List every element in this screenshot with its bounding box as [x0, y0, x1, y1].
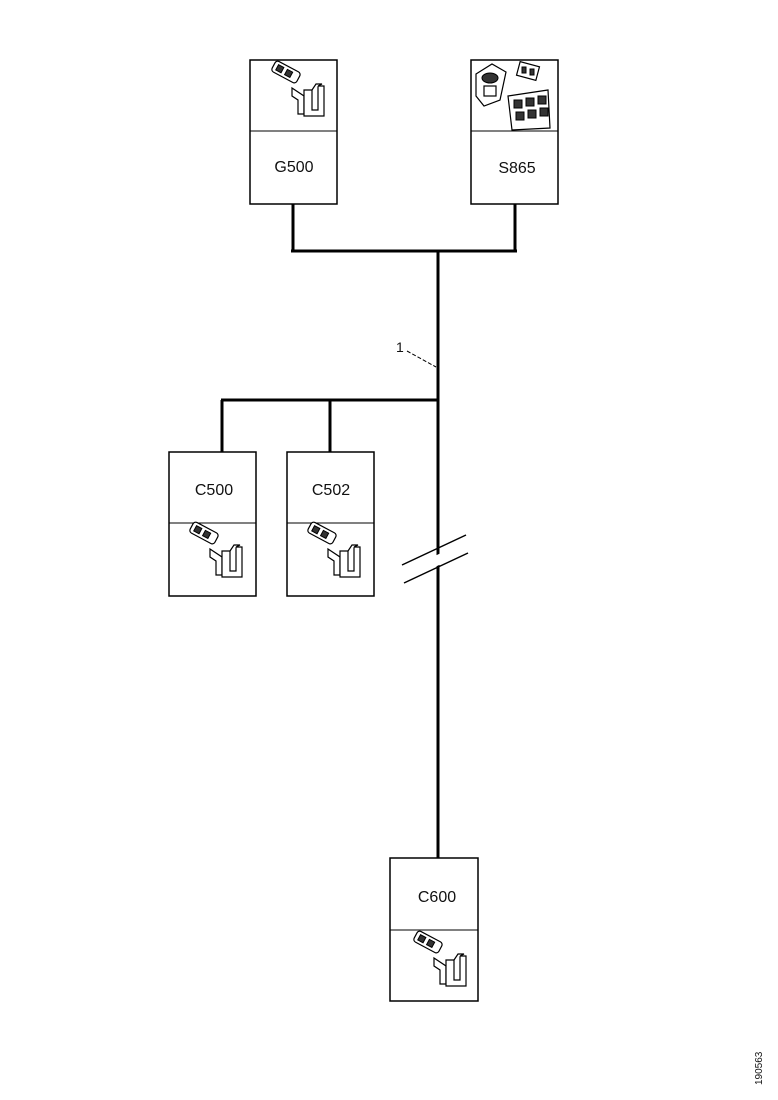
connector-housing-icon — [475, 60, 551, 131]
connector-label-c502: C502 — [312, 482, 350, 499]
connector-label-c600: C600 — [418, 889, 456, 906]
wire-callout-label: 1 — [396, 339, 404, 355]
connector-c600[interactable]: C600 — [389, 857, 479, 1002]
connector-label-s865: S865 — [498, 160, 535, 177]
wire-break-symbol — [401, 534, 469, 584]
drawing-id: 190563 — [754, 1051, 765, 1085]
connector-c502[interactable]: C502 — [286, 451, 375, 597]
connector-s865[interactable]: S865 — [470, 59, 559, 205]
connector-c500[interactable]: C500 — [168, 451, 257, 597]
connector-label-g500: G500 — [274, 159, 313, 176]
connector-g500[interactable]: G500 — [249, 59, 338, 205]
connector-label-c500: C500 — [195, 482, 233, 499]
wire-callout: 1 — [396, 339, 437, 368]
